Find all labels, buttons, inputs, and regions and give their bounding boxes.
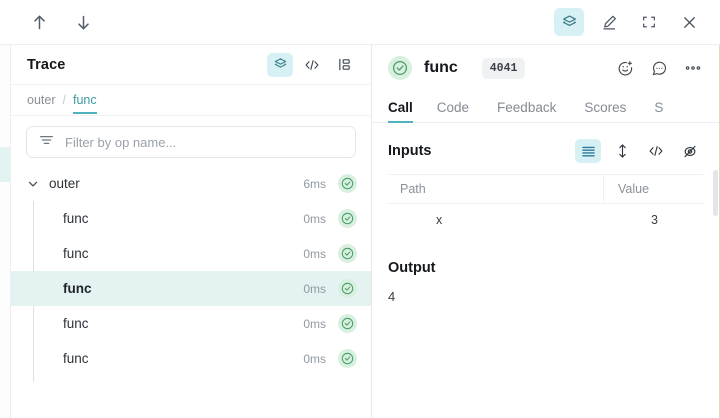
column-header-value: Value [603, 175, 703, 203]
filter-input[interactable]: Filter by op name... [26, 126, 356, 158]
tree-row-label: func [63, 351, 89, 366]
fullscreen-expand-icon[interactable] [634, 8, 664, 36]
column-header-path: Path [400, 182, 426, 196]
trace-panel-header: Trace [11, 45, 371, 85]
inputs-view-toggle-group [575, 139, 703, 163]
call-detail-panel: func 4041 [372, 45, 720, 418]
expand-rows-icon[interactable] [609, 139, 635, 163]
status-success-icon [338, 349, 357, 368]
page-title: func [424, 59, 458, 76]
status-success-icon [338, 244, 357, 263]
arrow-up-icon[interactable] [28, 8, 50, 36]
tree-row-duration: 0ms [303, 351, 326, 366]
call-id-badge: 4041 [481, 57, 526, 79]
more-options-icon[interactable] [681, 56, 705, 80]
tab-feedback[interactable]: Feedback [497, 100, 557, 115]
code-icon[interactable] [299, 53, 325, 77]
breadcrumb: outer / func [11, 85, 371, 116]
toolbar-nav-group [28, 8, 94, 36]
detail-scrollbar[interactable] [713, 170, 718, 216]
table-row[interactable]: x 3 [388, 204, 703, 236]
tree-row-label: func [63, 211, 89, 226]
list-view-icon[interactable] [575, 139, 601, 163]
left-gutter-highlight [0, 147, 10, 182]
tree-row-duration: 6ms [303, 176, 326, 191]
call-detail-header: func 4041 [372, 45, 719, 91]
trace-panel-title: Trace [27, 56, 66, 73]
inputs-table: Path Value x 3 [388, 174, 703, 236]
layers-icon[interactable] [267, 52, 293, 77]
filter-container: Filter by op name... [11, 116, 371, 166]
highlighter-pen-icon[interactable] [594, 8, 624, 36]
layers-icon[interactable] [554, 8, 584, 36]
breadcrumb-item-func[interactable]: func [72, 93, 97, 114]
status-success-icon [338, 209, 357, 228]
inputs-section: Inputs [372, 123, 719, 236]
input-value-cell: 3 [651, 213, 658, 227]
code-icon[interactable] [643, 139, 669, 163]
toolbar-action-group [554, 8, 704, 36]
tab-code[interactable]: Code [436, 100, 470, 115]
filter-lines-icon [39, 133, 54, 151]
breadcrumb-item-outer[interactable]: outer [27, 93, 56, 107]
tree-row-duration: 0ms [303, 281, 326, 296]
detail-tabs: Call Code Feedback Scores S [372, 91, 719, 123]
status-success-icon [338, 279, 357, 298]
tree-row-func-2[interactable]: func 0ms [11, 236, 371, 271]
trace-panel: Trace [10, 45, 372, 418]
inputs-section-header: Inputs [388, 139, 703, 163]
call-detail-actions [613, 56, 705, 80]
input-path-cell: x [436, 213, 443, 227]
tree-row-func-3-selected[interactable]: func 0ms [11, 271, 371, 306]
output-value: 4 [388, 289, 396, 304]
trace-view-toggle-group [267, 52, 357, 77]
breadcrumb-separator: / [62, 93, 66, 107]
tree-row-label: outer [49, 176, 80, 191]
hide-eye-icon[interactable] [677, 139, 703, 163]
inputs-table-header: Path Value [388, 174, 703, 204]
left-gutter [0, 45, 10, 418]
tab-summary-truncated[interactable]: S [654, 100, 664, 115]
chevron-down-icon[interactable] [25, 178, 41, 190]
tab-scores[interactable]: Scores [584, 100, 627, 115]
tree-row-duration: 0ms [303, 246, 326, 261]
tree-row-label: func [63, 281, 92, 296]
trace-tree: outer 6ms func 0ms [11, 166, 371, 418]
close-x-icon[interactable] [674, 8, 704, 36]
status-success-icon [338, 174, 357, 193]
tree-row-func-4[interactable]: func 0ms [11, 306, 371, 341]
top-toolbar [0, 0, 720, 45]
tree-view-icon[interactable] [331, 53, 357, 77]
comment-icon[interactable] [647, 56, 671, 80]
tree-row-func-1[interactable]: func 0ms [11, 201, 371, 236]
arrow-down-icon[interactable] [72, 8, 94, 36]
filter-placeholder: Filter by op name... [65, 134, 177, 150]
tree-row-label: func [63, 316, 89, 331]
tree-row-outer[interactable]: outer 6ms [11, 166, 371, 201]
output-section: Output 4 [372, 236, 719, 304]
tree-row-label: func [63, 246, 89, 261]
tree-row-duration: 0ms [303, 211, 326, 226]
status-success-icon [338, 314, 357, 333]
status-success-icon [388, 56, 412, 80]
add-reaction-icon[interactable] [613, 56, 637, 80]
tab-call[interactable]: Call [388, 100, 425, 123]
tree-row-func-5[interactable]: func 0ms [11, 341, 371, 376]
main-body: Trace [0, 45, 720, 418]
output-title: Output [388, 260, 436, 276]
inputs-title: Inputs [388, 143, 432, 159]
tree-row-duration: 0ms [303, 316, 326, 331]
